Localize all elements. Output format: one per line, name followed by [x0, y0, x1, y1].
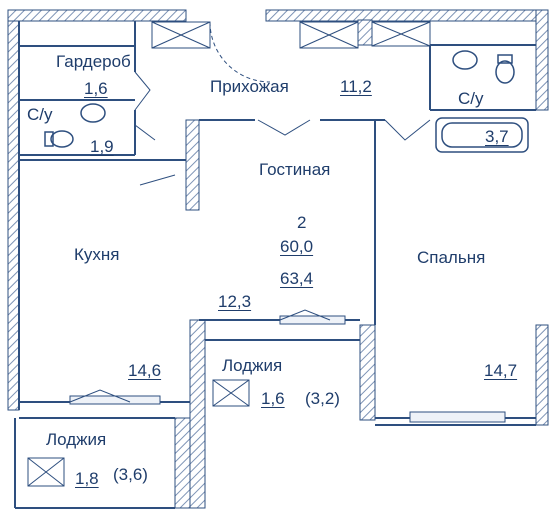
bath-left-door: [134, 124, 156, 141]
loggia-center-area-full: (3,2): [305, 389, 340, 408]
windows: [69, 315, 506, 423]
bathtub-inner: [441, 122, 523, 148]
toilet-left-tank: [44, 131, 54, 147]
partition-walls: [14, 21, 536, 509]
doors: [69, 21, 431, 403]
hall-area: 11,2: [340, 77, 372, 96]
loggia-center-door: [279, 309, 331, 321]
loggia-center-name: Лоджия: [222, 356, 283, 375]
loggia-left-name: Лоджия: [46, 430, 107, 449]
wall-loggia-left-right: [174, 417, 191, 509]
wardrobe-name: Гардероб: [56, 52, 131, 71]
living-area-total: 60,0: [280, 237, 314, 256]
bath-right-door: [384, 119, 431, 141]
toilet-right-tank: [497, 54, 513, 64]
kitchen-door: [139, 174, 176, 186]
bath-right-name: С/у: [458, 89, 484, 108]
wardrobe-door: [134, 71, 151, 111]
kitchen-area: 14,6: [128, 361, 162, 380]
wall-living-left: [185, 119, 200, 211]
wall-top-left: [7, 9, 187, 22]
wall-loggia-center-right: [359, 324, 376, 421]
bathtub: [435, 117, 529, 153]
hall-name: Прихожая: [210, 77, 289, 96]
toilet-left: [50, 130, 74, 148]
wall-top-right: [265, 9, 549, 22]
wall-right-lower: [535, 324, 549, 426]
wardrobe-area: 1,6: [84, 79, 108, 98]
bedroom-area: 14,7: [484, 361, 518, 380]
loggia-left-door: [69, 389, 131, 403]
loggia-left-area-full: (3,6): [113, 465, 148, 484]
toilet-right: [495, 60, 515, 84]
window-bedroom: [409, 411, 506, 423]
loggia-left-area: 1,8: [75, 469, 99, 488]
living-name: Гостиная: [259, 160, 331, 179]
total-area: 63,4: [280, 269, 314, 288]
entrance-door: [209, 21, 271, 83]
storage-units: [27, 21, 431, 487]
sink-right: [452, 50, 478, 70]
window-living: [279, 315, 346, 325]
sink-left: [80, 103, 106, 123]
wall-left-outer: [7, 9, 20, 411]
bath-left-name: С/у: [27, 105, 53, 124]
loggia-center-area: 1,6: [261, 389, 285, 408]
plumbing-fixtures: [44, 50, 529, 153]
rooms-count: 2: [297, 213, 307, 232]
kitchen-name: Кухня: [74, 245, 120, 264]
wall-right-upper: [535, 9, 549, 111]
window-kitchen: [69, 395, 161, 405]
wall-hall-pillar: [357, 19, 373, 46]
bath-right-area: 3,7: [485, 127, 509, 146]
bedroom-name: Спальня: [417, 248, 486, 267]
living-door: [257, 119, 311, 136]
wall-loggia-center-left: [189, 319, 206, 509]
living-area: 12,3: [218, 292, 252, 311]
bath-left-area: 1,9: [90, 137, 114, 156]
structural-walls: [7, 9, 549, 509]
